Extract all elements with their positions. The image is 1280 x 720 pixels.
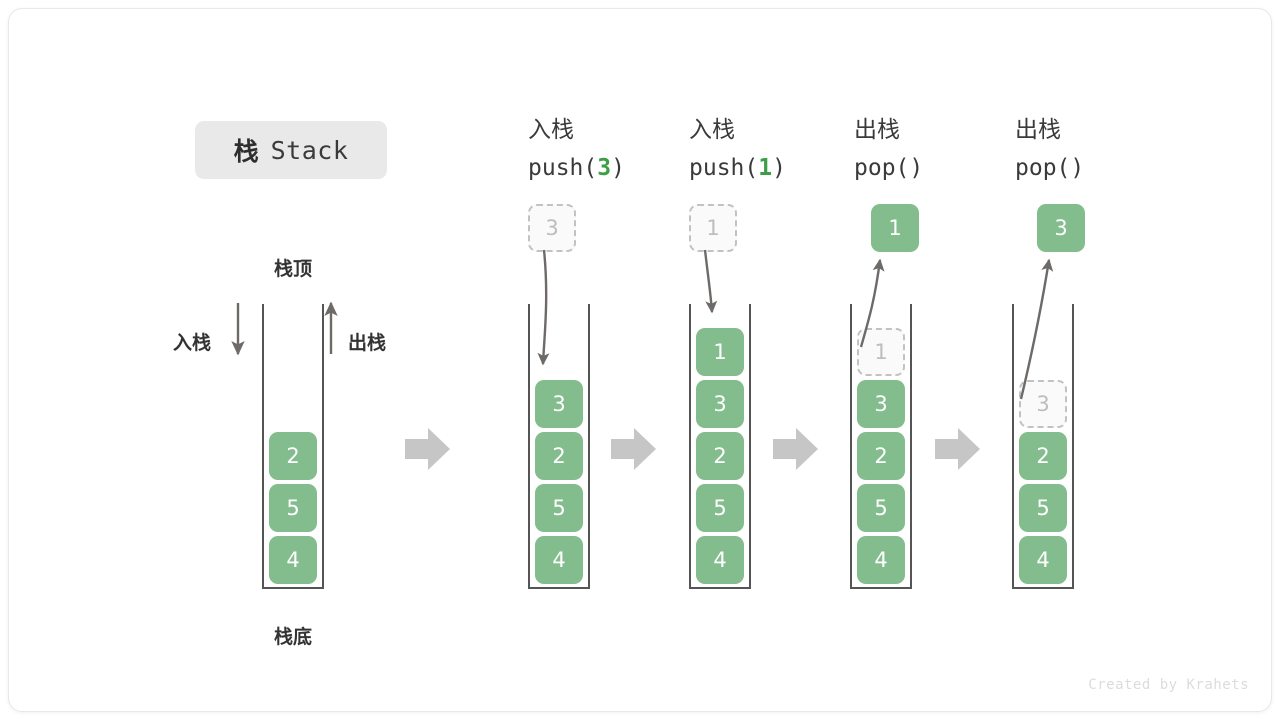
- arrow-overlay: [231, 249, 1054, 470]
- stack-wall-right: [910, 304, 912, 589]
- stack-wall-left: [1012, 304, 1014, 589]
- stack-cell: 5: [1019, 484, 1067, 532]
- stack-cell: 2: [696, 432, 744, 480]
- push-flow-arrow-1: [703, 249, 718, 314]
- stack-cell: 5: [269, 484, 317, 532]
- stack-cell: 4: [1019, 536, 1067, 584]
- title-chip: 栈 Stack: [195, 121, 387, 179]
- push-direction-label: 入栈: [173, 332, 212, 354]
- code-suffix: ): [772, 155, 786, 181]
- step-arrow-4: [935, 428, 980, 470]
- push-source-box-1: 1: [689, 204, 737, 252]
- title-cn: 栈: [233, 137, 260, 166]
- stack-cell: 3: [535, 380, 583, 428]
- column-header-code-pop-1: pop(): [854, 157, 923, 180]
- column-header-cn-push-3: 入栈: [528, 117, 574, 143]
- stack-cell: 2: [1019, 432, 1067, 480]
- pop-result-box-3: 3: [1037, 204, 1085, 252]
- stack-cell-removed: 1: [857, 328, 905, 376]
- code-arg: 1: [758, 155, 773, 181]
- stack-cell: 3: [696, 380, 744, 428]
- code-suffix: ): [611, 155, 625, 181]
- push-source-box-3: 3: [528, 204, 576, 252]
- stack-bottom-label: 栈底: [273, 626, 312, 648]
- column-header-cn-push-1: 入栈: [689, 117, 735, 143]
- stack-cell: 5: [857, 484, 905, 532]
- stack-wall-left: [850, 304, 852, 589]
- stack-container-pop-1: [850, 304, 912, 589]
- stack-wall-right: [1072, 304, 1074, 589]
- column-header-code-push-3: push(3): [528, 157, 625, 180]
- stack-cell: 5: [535, 484, 583, 532]
- stack-container-push-1: [689, 304, 751, 589]
- step-arrow-2: [611, 428, 656, 470]
- stack-cell: 4: [269, 536, 317, 584]
- column-header-code-push-1: push(1): [689, 157, 786, 180]
- stack-cell: 2: [535, 432, 583, 480]
- stack-wall-right: [588, 304, 590, 589]
- code-prefix: pop(: [1015, 155, 1071, 181]
- pop-direction-label: 出栈: [348, 332, 387, 354]
- code-suffix: ): [909, 155, 924, 181]
- column-header-cn-pop-1: 出栈: [854, 117, 900, 143]
- stack-wall-left: [528, 304, 530, 589]
- stack-floor: [850, 587, 912, 589]
- stack-container-push-3: [528, 304, 590, 589]
- code-suffix: ): [1070, 155, 1085, 181]
- stack-container-pop-3: [1012, 304, 1074, 589]
- step-arrow-1: [405, 428, 450, 470]
- stack-cell: 3: [857, 380, 905, 428]
- column-header-cn-pop-3: 出栈: [1015, 117, 1061, 143]
- diagram-card: 栈 Stack 栈顶 栈底 入栈 出栈 2 5 4 入栈 push(3) 3 3…: [8, 8, 1272, 712]
- pop-result-box-1: 1: [871, 204, 919, 252]
- code-prefix: pop(: [854, 155, 910, 181]
- step-arrow-3: [773, 428, 818, 470]
- column-header-code-pop-3: pop(): [1015, 157, 1084, 180]
- code-prefix: push(: [689, 155, 759, 181]
- code-prefix: push(: [528, 155, 598, 181]
- stack-container-initial: [262, 304, 324, 589]
- stack-wall-right: [749, 304, 751, 589]
- stack-cell: 4: [535, 536, 583, 584]
- stack-cell: 4: [696, 536, 744, 584]
- stack-top-label: 栈顶: [273, 258, 312, 280]
- code-arg: 3: [597, 155, 612, 181]
- stack-cell: 2: [857, 432, 905, 480]
- stack-cell: 2: [269, 432, 317, 480]
- stack-cell: 4: [857, 536, 905, 584]
- stack-cell: 5: [696, 484, 744, 532]
- stack-wall-left: [689, 304, 691, 589]
- stack-wall-right: [322, 304, 324, 589]
- stack-floor: [1012, 587, 1074, 589]
- stack-cell: 1: [696, 328, 744, 376]
- credit-watermark: Created by Krahets: [1088, 677, 1249, 693]
- stack-floor: [689, 587, 751, 589]
- stack-wall-left: [262, 304, 264, 589]
- stack-cell-removed: 3: [1019, 380, 1067, 428]
- stack-floor: [262, 587, 324, 589]
- stack-floor: [528, 587, 590, 589]
- title-en: Stack: [270, 135, 349, 165]
